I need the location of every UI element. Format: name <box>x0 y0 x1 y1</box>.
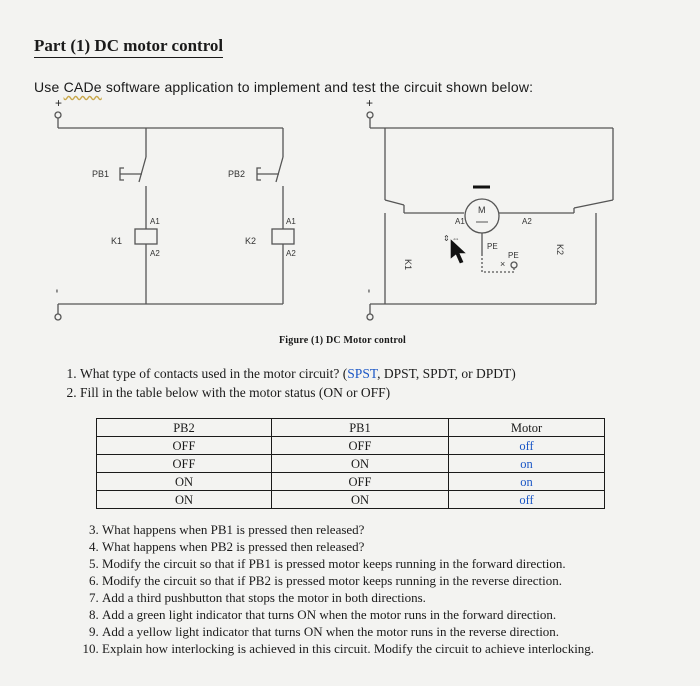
table-row: OFF ON on <box>96 454 605 473</box>
minus-sign-right: - <box>363 289 377 293</box>
k2-a2-label: A2 <box>286 249 296 258</box>
question-2: Fill in the table below with the motor s… <box>80 383 680 402</box>
question-1: What type of contacts used in the motor … <box>80 364 680 383</box>
terminal-minus-right <box>366 313 374 321</box>
k2-contact-top <box>573 199 614 209</box>
cell-motor: off <box>448 436 605 455</box>
question-list-2: What happens when PB1 is pressed then re… <box>80 521 692 657</box>
terminal-plus-left <box>54 111 62 119</box>
cell-motor: off <box>448 490 605 509</box>
pe-terminal <box>510 261 518 269</box>
page-title: Part (1) DC motor control <box>34 36 224 58</box>
q1-text: What type of contacts used in the motor … <box>80 366 348 381</box>
cell-pb1: OFF <box>271 436 449 455</box>
k2-contact-label: K2 <box>555 244 565 255</box>
software-name: CADe <box>63 79 102 95</box>
question-10: Explain how interlocking is achieved in … <box>102 640 692 657</box>
cell-pb1: OFF <box>271 472 449 491</box>
question-4: What happens when PB2 is pressed then re… <box>102 538 692 555</box>
pe-label-left: PE <box>487 242 498 251</box>
k1-contact-top <box>384 199 405 206</box>
q1-answer: SPST <box>347 366 378 381</box>
cell-pb2: ON <box>96 490 272 509</box>
circuit-diagram: + PB1 A1 A2 K1 PB2 A1 A2 K2 - + M A1 A2 … <box>51 96 614 321</box>
pb2-button-mark <box>256 167 279 181</box>
minus-sign-left: - <box>51 289 65 293</box>
cell-motor: on <box>448 454 605 473</box>
table-row: ON OFF on <box>96 472 605 491</box>
k1-contact-label: K1 <box>403 259 413 270</box>
k1-a1-label: A1 <box>150 217 160 226</box>
question-5: Modify the circuit so that if PB1 is pre… <box>102 555 692 572</box>
pe-label-right: PE <box>508 251 519 260</box>
q1-options: , DPST, SPDT, or DPDT) <box>377 366 516 381</box>
terminal-minus-left <box>54 313 62 321</box>
terminal-plus-right <box>366 111 374 119</box>
pe-x-mark: × <box>500 259 505 269</box>
pb1-button-mark <box>119 167 142 181</box>
intro-text: Use CADe software application to impleme… <box>34 79 533 95</box>
k1-label: K1 <box>111 236 122 246</box>
header-pb2: PB2 <box>96 418 272 437</box>
pb2-switch <box>275 156 284 183</box>
cursor-icon <box>450 239 466 264</box>
k1-coil <box>134 228 158 245</box>
table-row: OFF OFF off <box>96 436 605 455</box>
motor-label: M <box>478 205 486 215</box>
motor-a1-label: A1 <box>455 217 465 226</box>
cursor-arrows-icon: ⇕ ⇔ <box>443 234 460 243</box>
table-header-row: PB2 PB1 Motor <box>96 418 605 437</box>
question-7: Add a third pushbutton that stops the mo… <box>102 589 692 606</box>
cell-pb1: ON <box>271 454 449 473</box>
header-motor: Motor <box>448 418 605 437</box>
plus-sign-left: + <box>55 96 62 110</box>
table-row: ON ON off <box>96 490 605 509</box>
motor-status-table: PB2 PB1 Motor OFF OFF off OFF ON on ON O… <box>96 418 605 509</box>
pb1-label: PB1 <box>92 169 109 179</box>
question-6: Modify the circuit so that if PB2 is pre… <box>102 572 692 589</box>
k2-label: K2 <box>245 236 256 246</box>
question-9: Add a yellow light indicator that turns … <box>102 623 692 640</box>
motor-a2-label: A2 <box>522 217 532 226</box>
cell-pb1: ON <box>271 490 449 509</box>
question-list-1: What type of contacts used in the motor … <box>60 364 680 402</box>
cell-motor: on <box>448 472 605 491</box>
cell-pb2: ON <box>96 472 272 491</box>
k2-a1-label: A1 <box>286 217 296 226</box>
plus-sign-right: + <box>366 96 373 110</box>
question-8: Add a green light indicator that turns O… <box>102 606 692 623</box>
header-pb1: PB1 <box>271 418 449 437</box>
k1-a2-label: A2 <box>150 249 160 258</box>
intro-before: Use <box>34 79 64 95</box>
cell-pb2: OFF <box>96 454 272 473</box>
pb2-label: PB2 <box>228 169 245 179</box>
figure-caption: Figure (1) DC Motor control <box>279 335 407 346</box>
pb1-switch <box>138 156 147 183</box>
intro-after: software application to implement and te… <box>101 79 534 95</box>
cell-pb2: OFF <box>96 436 272 455</box>
question-3: What happens when PB1 is pressed then re… <box>102 521 692 538</box>
k2-coil <box>271 228 295 245</box>
